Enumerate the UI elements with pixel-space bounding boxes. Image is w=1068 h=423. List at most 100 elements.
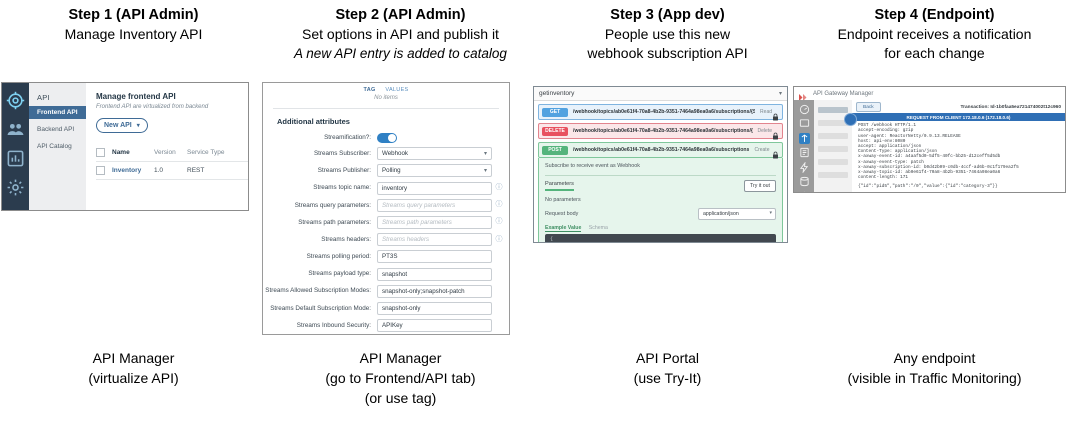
streams-subscriber-value: Webhook	[382, 150, 409, 158]
streams-publisher-select[interactable]: Polling ▾	[377, 164, 492, 178]
nav-item[interactable]	[818, 172, 848, 178]
operation-delete[interactable]: DELETE /webhook/topics/ab0e61f4-70a8-4b2…	[538, 123, 783, 140]
tab-example-value[interactable]: Example Value	[545, 225, 582, 232]
chevron-down-icon: ▾	[483, 151, 487, 158]
nav-item[interactable]	[818, 120, 848, 126]
cell-api-name[interactable]: Inventory	[112, 167, 142, 174]
screenshot-api-attributes-form: TAG VALUES No items Additional attribute…	[262, 82, 510, 335]
streams-payload-type-input[interactable]: snapshot	[377, 267, 492, 281]
back-button[interactable]: Back	[856, 102, 881, 112]
info-icon[interactable]: ⓘ	[495, 184, 503, 192]
step-4-subtitle-2: for each change	[884, 45, 985, 61]
try-it-out-button[interactable]: Try it out	[744, 180, 776, 192]
users-icon[interactable]	[6, 120, 25, 139]
label-streams-allowed-subscription-modes: Streams Allowed Subscription Modes:	[265, 287, 371, 295]
operation-get[interactable]: GET /webhook/topics/ab0e61f4-70a8-4b2b-9…	[538, 104, 783, 121]
traffic-icon[interactable]	[798, 132, 810, 144]
step-2-caption-line-3: (or use tag)	[364, 390, 437, 406]
gear-icon[interactable]	[6, 178, 25, 197]
chart-icon[interactable]	[6, 149, 25, 168]
database-icon[interactable]	[799, 176, 810, 187]
http-header-line: user-agent: ReactorNetty/0.9.13.RELEASE	[858, 133, 961, 139]
streams-headers-input[interactable]: Streams headers	[377, 233, 492, 247]
http-header-line: x-axway-topic-id: ab0e61f4-70a8-4b2b-935…	[858, 170, 1001, 176]
detail-toolbar: Back Transaction: Id-1b0faa5ea721474002t…	[852, 100, 1065, 113]
divider	[273, 108, 499, 109]
api-main-panel: Manage frontend API Frontend API are vir…	[86, 83, 248, 210]
step-4-caption: Any endpoint (visible in Traffic Monitor…	[801, 348, 1068, 388]
method-badge-delete: DELETE	[542, 126, 568, 136]
lock-icon[interactable]	[772, 146, 779, 159]
lock-icon[interactable]	[772, 127, 779, 140]
operation-path-delete: /webhook/topics/ab0e61f4-70a8-4b2b-9351-…	[573, 128, 753, 134]
info-icon[interactable]: ⓘ	[495, 218, 503, 226]
dashboard-icon[interactable]	[799, 104, 810, 115]
select-all-checkbox[interactable]	[96, 148, 105, 157]
step-2-header: Step 2 (API Admin) Set options in API an…	[267, 6, 534, 63]
step-4-header: Step 4 (Endpoint) Endpoint receives a no…	[801, 6, 1068, 63]
sidebar-item-frontend-api[interactable]: Frontend API	[29, 106, 86, 119]
sidebar-item-backend-api[interactable]: Backend API	[37, 126, 75, 133]
streams-topic-name-input[interactable]: inventory	[377, 181, 492, 195]
streamification-toggle[interactable]	[377, 133, 397, 143]
streams-polling-period-input[interactable]: PT3S	[377, 250, 492, 264]
streams-default-subscription-mode-input[interactable]: snapshot-only	[377, 301, 492, 315]
step-1-caption: API Manager (virtualize API)	[0, 348, 267, 388]
field-streams-polling-period: Streams polling period: PT3S	[263, 250, 509, 264]
streams-inbound-security-input[interactable]: APIKey	[377, 319, 492, 333]
logs-icon[interactable]	[799, 147, 810, 158]
streams-query-parameters-input[interactable]: Streams query parameters	[377, 198, 492, 212]
traffic-detail-panel: Back Transaction: Id-1b0faa5ea721474002t…	[852, 100, 1065, 192]
monitor-icon[interactable]	[799, 118, 810, 129]
content-type-select[interactable]: application/json ▾	[698, 208, 776, 220]
operation-path-get: /webhook/topics/ab0e61f4-70a8-4b2b-9351-…	[573, 109, 755, 115]
step-4-caption-line-2: (visible in Traffic Monitoring)	[847, 370, 1022, 386]
http-header-line: x-axway-event-type: patch	[858, 159, 924, 165]
label-streams-publisher: Streams Publisher:	[317, 167, 371, 175]
method-badge-post: POST	[542, 145, 568, 155]
nav-item[interactable]	[818, 133, 848, 139]
field-streams-inbound-security: Streams Inbound Security: APIKey	[263, 319, 509, 333]
settings-icon[interactable]	[799, 191, 810, 192]
step-2-caption-line-2: (go to Frontend/API tab)	[325, 370, 476, 386]
streams-polling-period-value: PT3S	[382, 253, 398, 261]
tab-schema[interactable]: Schema	[588, 225, 608, 231]
streams-path-parameters-input[interactable]: Streams path parameters	[377, 215, 492, 229]
nav-item[interactable]	[818, 107, 848, 113]
chevron-down-icon[interactable]: ▾	[778, 91, 782, 97]
label-streams-query-parameters: Streams query parameters:	[294, 201, 371, 209]
step-1-subtitle: Manage Inventory API	[64, 26, 203, 42]
api-table: Name Version Service Type Inventory 1.0 …	[96, 144, 248, 180]
info-icon[interactable]: ⓘ	[495, 201, 503, 209]
step-3-header: Step 3 (App dev) People use this new web…	[534, 6, 801, 63]
operation-summary-post: Create	[754, 147, 770, 153]
api-target-icon[interactable]	[6, 91, 25, 110]
events-icon[interactable]	[799, 161, 810, 173]
step-column-1: Step 1 (API Admin) Manage Inventory API …	[0, 0, 267, 423]
request-body-row: Request body application/json ▾	[545, 208, 776, 220]
streams-allowed-subscription-modes-input[interactable]: snapshot-only;snapshot-patch	[377, 284, 492, 298]
operation-post[interactable]: POST /webhook/topics/ab0e61f4-70a8-4b2b-…	[538, 142, 783, 159]
tag-header[interactable]: getinventory ▾	[534, 87, 787, 101]
table-row[interactable]: Inventory 1.0 REST	[96, 162, 248, 180]
field-streams-payload-type: Streams payload type: snapshot	[263, 267, 509, 281]
streams-query-parameters-placeholder: Streams query parameters	[382, 201, 456, 209]
tag-column-label: TAG	[363, 87, 376, 93]
page-subtitle: Frontend API are virtualized from backen…	[96, 104, 209, 110]
column-header-name: Name	[112, 149, 130, 156]
no-items-text: No items	[374, 95, 398, 101]
row-checkbox[interactable]	[96, 166, 105, 175]
streams-subscriber-select[interactable]: Webhook ▾	[377, 147, 492, 161]
tag-values-header: TAG VALUES No items	[263, 83, 509, 101]
step-4-title: Step 4 (Endpoint)	[874, 7, 995, 23]
field-streams-default-subscription-mode: Streams Default Subscription Mode: snaps…	[263, 301, 509, 315]
info-icon[interactable]: ⓘ	[495, 235, 503, 243]
nav-item[interactable]	[818, 146, 848, 152]
new-api-button[interactable]: New API▾	[96, 118, 148, 133]
sidebar-item-api-catalog[interactable]: API Catalog	[37, 143, 72, 150]
table-header-row: Name Version Service Type	[96, 144, 248, 162]
request-payload-line: {"id":"pid5","path":"/0","value":{"id":"…	[858, 184, 998, 190]
lock-icon[interactable]	[772, 108, 779, 121]
nav-item[interactable]	[818, 159, 848, 165]
